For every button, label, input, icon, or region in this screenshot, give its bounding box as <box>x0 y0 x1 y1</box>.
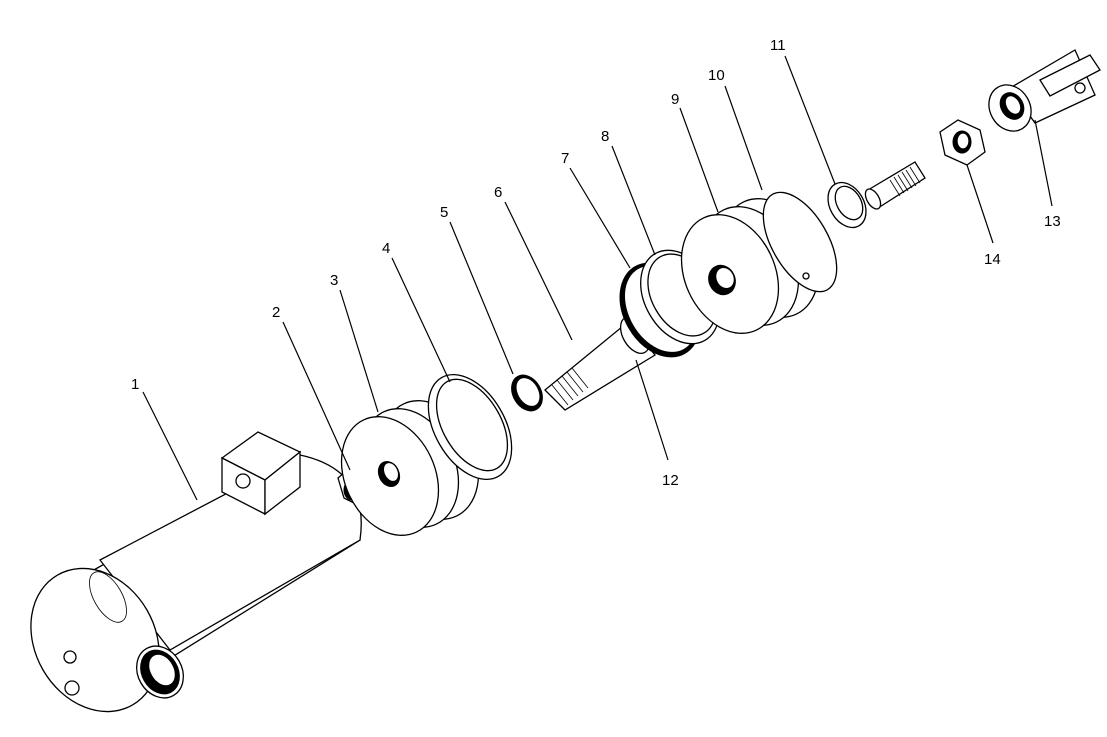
callout-5: 5 <box>440 204 448 221</box>
leader-11 <box>784 55 836 185</box>
leader-lines <box>142 55 1053 501</box>
leader-14 <box>966 164 994 244</box>
callout-labels: 1 2 3 4 5 6 7 8 9 10 11 12 13 14 <box>131 37 1061 489</box>
callout-11: 11 <box>770 37 786 54</box>
callout-4: 4 <box>382 240 390 257</box>
part-4-ring <box>427 373 513 481</box>
leader-10 <box>724 85 763 191</box>
callout-9: 9 <box>671 91 679 108</box>
callout-2: 2 <box>272 304 280 321</box>
callout-8: 8 <box>601 128 609 145</box>
leader-4 <box>391 257 451 383</box>
leader-9 <box>679 107 719 213</box>
callout-6: 6 <box>494 184 502 201</box>
part-5-o-ring <box>511 374 543 412</box>
leader-1 <box>142 391 198 501</box>
leader-13 <box>1034 119 1053 207</box>
callout-10: 10 <box>708 67 725 84</box>
threaded-stud <box>864 161 926 210</box>
part-10-end-cap <box>762 191 838 293</box>
callout-1: 1 <box>131 376 139 393</box>
callout-12: 12 <box>662 472 679 489</box>
leader-5 <box>449 221 514 375</box>
part-14-hex-nut <box>939 119 986 166</box>
leader-3 <box>339 289 379 413</box>
callout-13: 13 <box>1044 213 1061 230</box>
leader-7 <box>569 167 631 269</box>
callout-3: 3 <box>330 272 338 289</box>
part-11-washer <box>827 181 867 229</box>
callout-14: 14 <box>984 251 1001 268</box>
callout-7: 7 <box>561 150 569 167</box>
leader-6 <box>504 201 573 341</box>
part-1-cylinder-barrel <box>30 431 362 713</box>
leader-8 <box>611 145 656 256</box>
part-13-clevis <box>988 49 1101 132</box>
leader-2 <box>282 321 351 471</box>
leader-12 <box>635 359 669 461</box>
